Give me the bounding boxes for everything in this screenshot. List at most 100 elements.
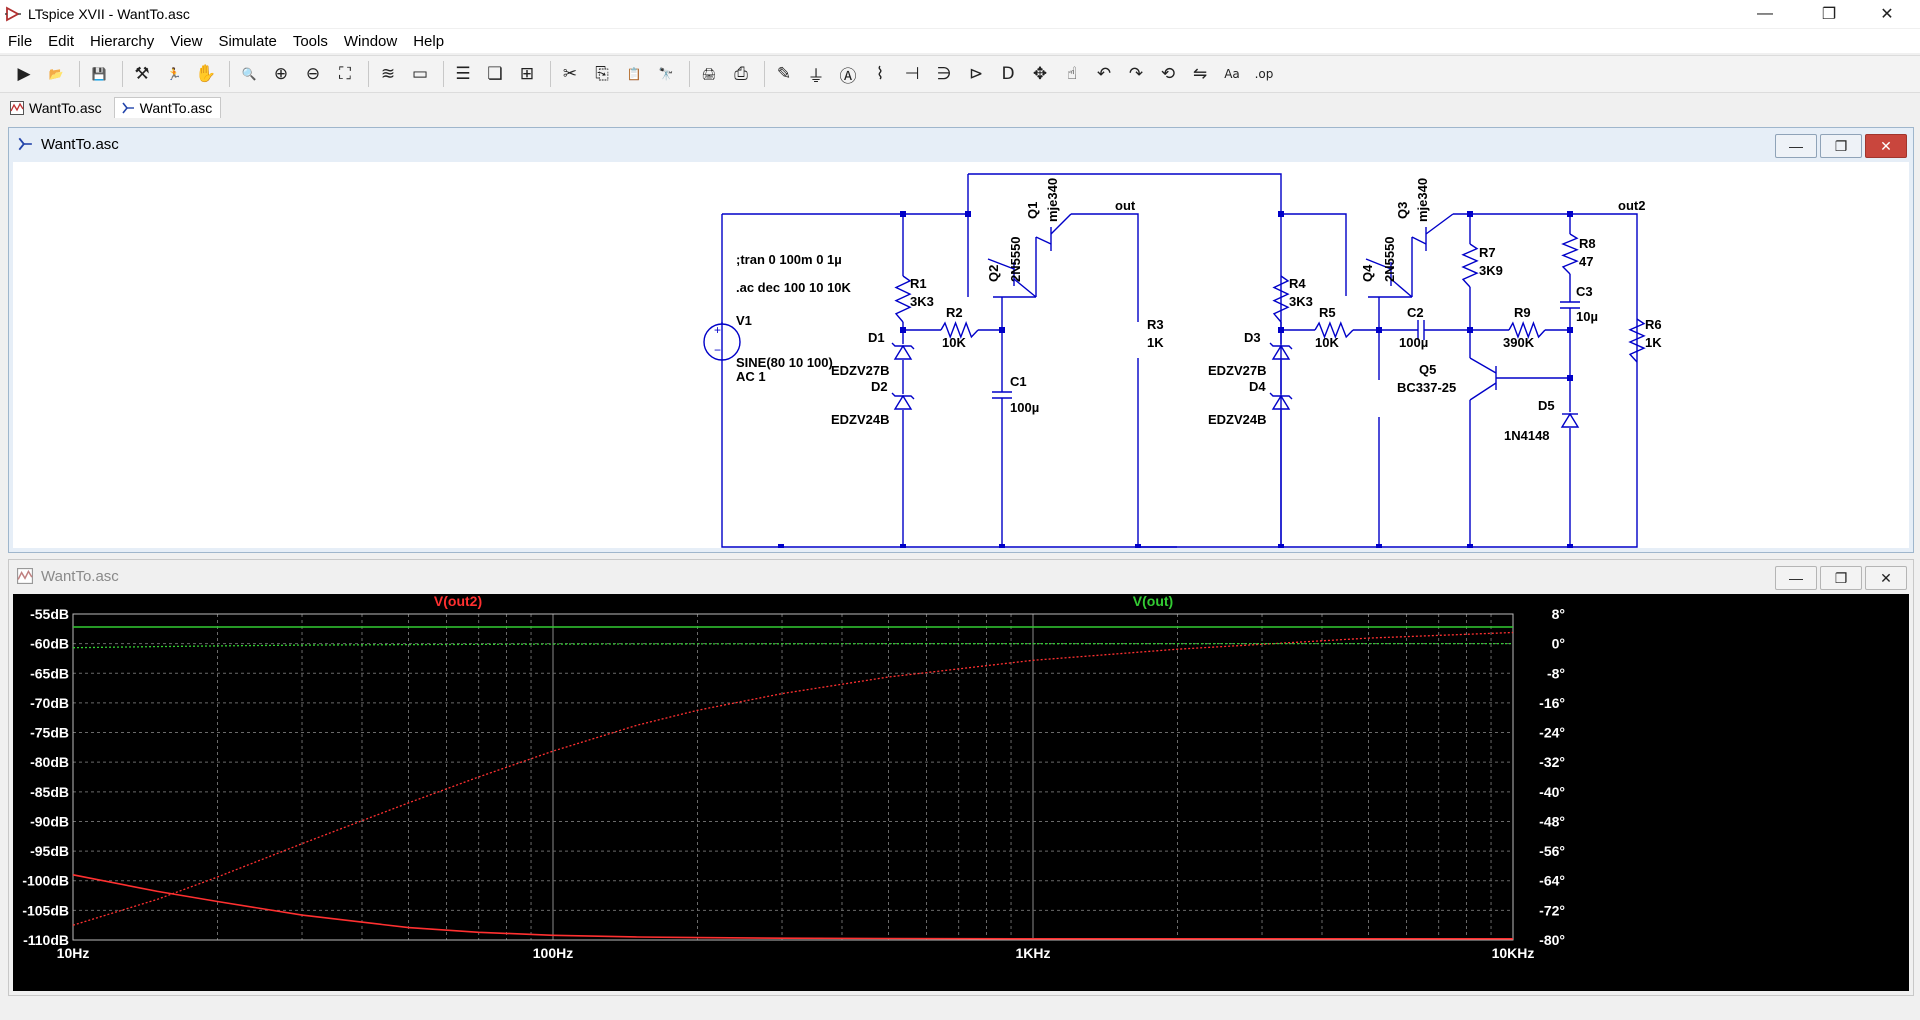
menu-hierarchy[interactable]: Hierarchy (90, 32, 155, 50)
junction-dot (778, 544, 784, 550)
toolbar-separator (79, 61, 80, 87)
minimize-icon: — (1789, 138, 1803, 154)
diode-button[interactable]: ⊳ (962, 60, 990, 88)
series-0-magnitude (72, 874, 1513, 940)
transistor-collector (1425, 213, 1454, 235)
inductor-icon: ∋ (936, 64, 952, 84)
open-button[interactable]: 📂 (42, 60, 70, 88)
ground-button[interactable]: ⏚ (802, 60, 830, 88)
draw-wire-button[interactable]: ✎ (770, 60, 798, 88)
menu-tools[interactable]: Tools (292, 32, 328, 50)
drag-button[interactable]: ☝ (1058, 60, 1086, 88)
tile-horizontal-button[interactable]: ☰ (449, 60, 477, 88)
capacitor-button[interactable]: ⊣ (898, 60, 926, 88)
tab-plot-wantto[interactable]: WantTo.asc (4, 98, 110, 118)
component-ref-d4: D4 (1249, 379, 1266, 394)
copy-button[interactable]: ⎘ (588, 60, 616, 88)
cut-button[interactable]: ✂ (556, 60, 584, 88)
menu-file[interactable]: File (8, 32, 33, 50)
find-icon: 🔭 (658, 67, 674, 81)
plot-canvas[interactable]: -55dB-60dB-65dB-70dB-75dB-80dB-85dB-90dB… (13, 593, 1909, 991)
menu-help[interactable]: Help (413, 32, 445, 50)
print-setup-button[interactable]: 🖨 (695, 60, 723, 88)
zoom-in-button[interactable]: 🔍 (235, 60, 263, 88)
schematic-maximize-button[interactable]: ❐ (1820, 134, 1862, 158)
source-name: V1 (736, 313, 752, 328)
zoom-out-button[interactable]: ⊖ (299, 60, 327, 88)
delete-trace-button[interactable]: ▭ (406, 60, 434, 88)
mirror-button[interactable]: ⇋ (1186, 60, 1214, 88)
plot-window-titlebar[interactable]: WantTo.asc (9, 560, 1913, 592)
component-ref-r3: R3 (1147, 317, 1164, 332)
undo-button[interactable]: ↶ (1090, 60, 1118, 88)
schematic-drawing[interactable]: +−;tran 0 100m 0 1µ.ac dec 100 10 10KV1S… (13, 162, 1909, 575)
resistor-symbol (1461, 243, 1479, 288)
y-tick-label-right: -16° (1539, 695, 1565, 711)
component-ref-d3: D3 (1244, 330, 1261, 345)
redo-button[interactable]: ↷ (1122, 60, 1150, 88)
component-ref-r4: R4 (1289, 276, 1306, 291)
minimize-button[interactable]: — (1742, 0, 1788, 28)
autorange-button[interactable]: ≋ (374, 60, 402, 88)
run-man-icon: 🏃 (166, 67, 182, 81)
component-ref-r8: R8 (1579, 236, 1596, 251)
plot-window[interactable]: WantTo.asc — ❐ ✕ -55dB-60dB-65dB-70dB-75… (8, 559, 1914, 996)
title-bar: LTspice XVII - WantTo.asc — ❐ ✕ (0, 0, 1920, 28)
move-button[interactable]: ✥ (1026, 60, 1054, 88)
resistor-button[interactable]: ⌇ (866, 60, 894, 88)
menu-view[interactable]: View (170, 32, 203, 50)
plot-close-button[interactable]: ✕ (1865, 566, 1907, 590)
component-ref-q3: Q3 (1395, 202, 1410, 219)
transistor-collector (1365, 258, 1392, 270)
y-tick-label-right: -32° (1539, 754, 1565, 770)
menu-edit[interactable]: Edit (48, 32, 75, 50)
maximize-button[interactable]: ❐ (1806, 0, 1852, 28)
close-button[interactable]: ✕ (1864, 0, 1910, 28)
run-button[interactable]: ▶ (10, 60, 38, 88)
y-tick-label-left: -65dB (30, 665, 69, 681)
resistor-symbol (1272, 275, 1290, 323)
tile-vertical-button[interactable]: ⊞ (513, 60, 541, 88)
pan-hand-button[interactable]: ✋ (192, 60, 220, 88)
save-icon: 💾 (91, 67, 107, 81)
wire (1071, 213, 1139, 322)
save-button[interactable]: 💾 (85, 60, 113, 88)
maximize-icon: ❐ (1834, 137, 1848, 154)
bode-plot[interactable]: -55dB-60dB-65dB-70dB-75dB-80dB-85dB-90dB… (13, 593, 1909, 991)
menu-simulate[interactable]: Simulate (218, 32, 277, 50)
paste-button[interactable]: 📋 (620, 60, 648, 88)
zoom-pan-button[interactable]: ⊕ (267, 60, 295, 88)
schematic-close-button[interactable]: ✕ (1865, 134, 1907, 158)
component-ref-r1: R1 (910, 276, 927, 291)
y-tick-label-left: -105dB (22, 902, 69, 918)
transistor-emitter (1013, 278, 1037, 298)
y-tick-label-right: 0° (1552, 636, 1565, 652)
control-panel-icon: ⚒ (134, 64, 150, 84)
rotate-button[interactable]: ⟲ (1154, 60, 1182, 88)
resistor-symbol (894, 275, 912, 323)
source-value: SINE(80 10 100) (736, 355, 833, 370)
plot-maximize-button[interactable]: ❐ (1820, 566, 1862, 590)
run-man-button[interactable]: 🏃 (160, 60, 188, 88)
find-button[interactable]: 🔭 (652, 60, 680, 88)
component-button[interactable]: D (994, 60, 1022, 88)
spice-directive-button[interactable]: .op (1250, 60, 1278, 88)
menu-window[interactable]: Window (343, 32, 398, 50)
schematic-window-titlebar[interactable]: WantTo.asc (9, 128, 1913, 160)
schematic-minimize-button[interactable]: — (1775, 134, 1817, 158)
label-net-button[interactable]: Ⓐ (834, 60, 862, 88)
text-icon: Aa (1224, 67, 1240, 81)
y-tick-label-left: -80dB (30, 754, 69, 770)
print-button[interactable]: ⎙ (727, 60, 755, 88)
schematic-window[interactable]: WantTo.asc — ❐ ✕ +−;tran 0 100m 0 1µ.ac … (8, 127, 1914, 575)
toolbar-separator (764, 61, 765, 87)
plot-minimize-button[interactable]: — (1775, 566, 1817, 590)
inductor-button[interactable]: ∋ (930, 60, 958, 88)
cascade-button[interactable]: ❏ (481, 60, 509, 88)
component-value-r5: 10K (1315, 335, 1339, 350)
text-button[interactable]: Aa (1218, 60, 1246, 88)
tab-schematic-wantto[interactable]: WantTo.asc (113, 97, 222, 118)
control-panel-button[interactable]: ⚒ (128, 60, 156, 88)
zoom-fit-button[interactable]: ⛶ (331, 60, 359, 88)
